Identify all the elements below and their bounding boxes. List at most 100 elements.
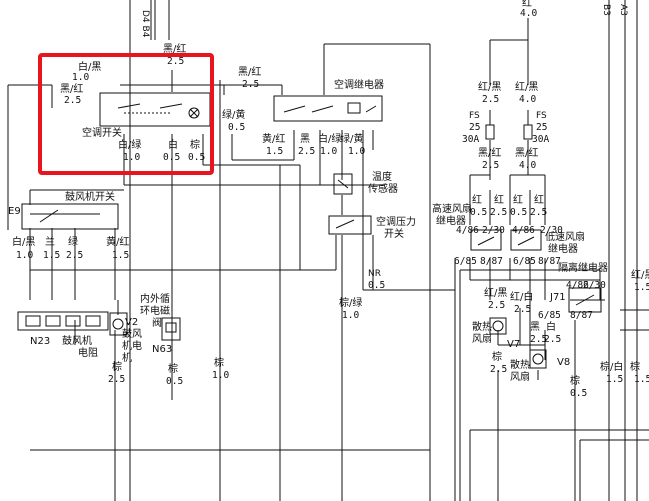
component-label: 散热 bbox=[510, 358, 530, 371]
label-top-a3: A3 bbox=[618, 4, 628, 16]
wire-gauge: 0.5 bbox=[228, 122, 245, 133]
pin-label: 6/85 bbox=[513, 256, 536, 267]
blower-switch-symbol bbox=[21, 203, 119, 230]
wire-gauge: 2.5 bbox=[298, 146, 315, 157]
component-label: 空调压力 bbox=[376, 215, 416, 228]
label-top-red-gauge: 4.0 bbox=[520, 8, 537, 19]
component-label: 高速风扇 bbox=[432, 202, 472, 215]
component-label: 继电器 bbox=[548, 242, 578, 255]
wire-label: 白/绿 bbox=[118, 138, 141, 151]
component-label: 机电 bbox=[122, 339, 142, 352]
component-label: 风扇 bbox=[472, 332, 492, 345]
wire-lines bbox=[7, 0, 649, 501]
fuse-label: 25 bbox=[536, 122, 547, 133]
wire-gauge: 0.5 bbox=[163, 152, 180, 163]
wire-gauge: 1.0 bbox=[320, 146, 337, 157]
component-label: 机 bbox=[122, 351, 132, 364]
pin-label: 2/30 bbox=[482, 225, 505, 236]
pin-label: 2/30 bbox=[583, 280, 606, 291]
labels: D4 B4 红 4.0 B3 A3 黑/红 2.5 白/黑 1.0 黑/红 2.… bbox=[8, 0, 649, 399]
wire-label: 黑/红 bbox=[515, 146, 538, 159]
component-label: 开关 bbox=[384, 227, 404, 240]
wire-gauge: 1.0 bbox=[342, 310, 359, 321]
wire-label: 棕 bbox=[190, 138, 200, 151]
wire-label: 棕 bbox=[630, 360, 640, 373]
wire-gauge: 0.5 bbox=[470, 207, 487, 218]
pin-label: 6/85 bbox=[538, 310, 561, 321]
wire-gauge: 1.0 bbox=[212, 370, 229, 381]
recirc-valve-symbol bbox=[161, 317, 181, 341]
blower-resistor-symbol bbox=[17, 311, 109, 331]
wire-label: 白 bbox=[168, 138, 178, 151]
ac-switch-symbol bbox=[99, 92, 211, 127]
fuse-label: FS bbox=[536, 111, 547, 121]
wire-label: 黑/红 bbox=[478, 146, 501, 159]
wire-gauge: 1.5 bbox=[606, 374, 623, 385]
component-label: 阀 bbox=[152, 316, 162, 329]
wire-label: 红 bbox=[494, 193, 504, 206]
wire-gauge: 2.5 bbox=[64, 95, 81, 106]
fuse-label: FS bbox=[469, 111, 480, 121]
wire-label: 红/黑 bbox=[484, 286, 507, 299]
wire-label: 棕 bbox=[492, 350, 502, 363]
wire-gauge: 1.5 bbox=[266, 146, 283, 157]
wire-gauge: 1.5 bbox=[112, 250, 129, 261]
wire-label: 棕 bbox=[112, 360, 122, 373]
label-top-red: 红 bbox=[522, 0, 532, 9]
wire-label: 黑/红 bbox=[163, 42, 186, 55]
wire-gauge: 1.5 bbox=[634, 374, 649, 385]
fan-motors bbox=[489, 317, 547, 369]
pin-label: 8/87 bbox=[570, 310, 593, 321]
wire-label: 红/黑 bbox=[631, 268, 649, 281]
component-label: 鼓风机 bbox=[62, 334, 92, 347]
wire-gauge: 1.5 bbox=[634, 282, 649, 293]
wire-label: 绿/黄 bbox=[222, 108, 245, 121]
component-label: 散热 bbox=[472, 320, 492, 333]
wire-label: 白/绿 bbox=[318, 132, 341, 145]
wire-gauge: 2.5 bbox=[514, 304, 531, 315]
component-label: J71 bbox=[549, 292, 566, 303]
wire-label: 棕/绿 bbox=[339, 296, 362, 309]
fuses bbox=[485, 124, 533, 140]
label-top-b3: B3 bbox=[601, 4, 611, 16]
highlight-frame bbox=[38, 53, 214, 175]
pressure-switch-symbol bbox=[328, 215, 372, 235]
wire-label: 红 bbox=[534, 193, 544, 206]
component-label: 隔离继电器 bbox=[558, 261, 608, 274]
ac-relay-symbol bbox=[273, 95, 383, 122]
wire-label: 棕 bbox=[570, 374, 580, 387]
wire-label: 红/黑 bbox=[478, 80, 501, 93]
fuse-label: 30A bbox=[532, 134, 549, 145]
pin-label: 2/30 bbox=[540, 225, 563, 236]
component-label: 环电磁 bbox=[140, 304, 170, 317]
pin-label: 6/85 bbox=[454, 256, 477, 267]
wire-gauge: 0.5 bbox=[166, 376, 183, 387]
pin-label: 4/86 bbox=[512, 225, 535, 236]
wire-gauge: 2.5 bbox=[490, 364, 507, 375]
pin-label: 4/86 bbox=[566, 280, 589, 291]
wire-gauge: 0.5 bbox=[570, 388, 587, 399]
wire-gauge: 1.0 bbox=[72, 72, 89, 83]
wire-gauge: 4.0 bbox=[519, 94, 536, 105]
wire-label: 黄/红 bbox=[106, 235, 129, 248]
wire-label: 黑/红 bbox=[238, 65, 261, 78]
wire-gauge: 0.5 bbox=[368, 280, 385, 291]
component-label: V8 bbox=[557, 357, 570, 368]
wire-gauge: 2.5 bbox=[242, 79, 259, 90]
label-top-d4b4: D4 B4 bbox=[140, 10, 150, 38]
wire-gauge: 2.5 bbox=[167, 56, 184, 67]
component-label: 继电器 bbox=[436, 214, 466, 227]
wire-gauge: 2.5 bbox=[488, 300, 505, 311]
wire-label: NR bbox=[368, 269, 381, 279]
component-label: 传感器 bbox=[368, 182, 398, 195]
component-label: 低速风扇 bbox=[545, 230, 585, 243]
component-label: 内外循 bbox=[140, 292, 170, 305]
wire-label: 红 bbox=[513, 193, 523, 206]
component-label: 鼓风 bbox=[122, 327, 142, 340]
wire-gauge: 2.5 bbox=[530, 207, 547, 218]
wire-label: 棕 bbox=[214, 356, 224, 369]
component-label: 温度 bbox=[372, 170, 392, 183]
wire-label: 红/白 bbox=[510, 290, 533, 303]
wire-label: 棕/白 bbox=[600, 360, 623, 373]
